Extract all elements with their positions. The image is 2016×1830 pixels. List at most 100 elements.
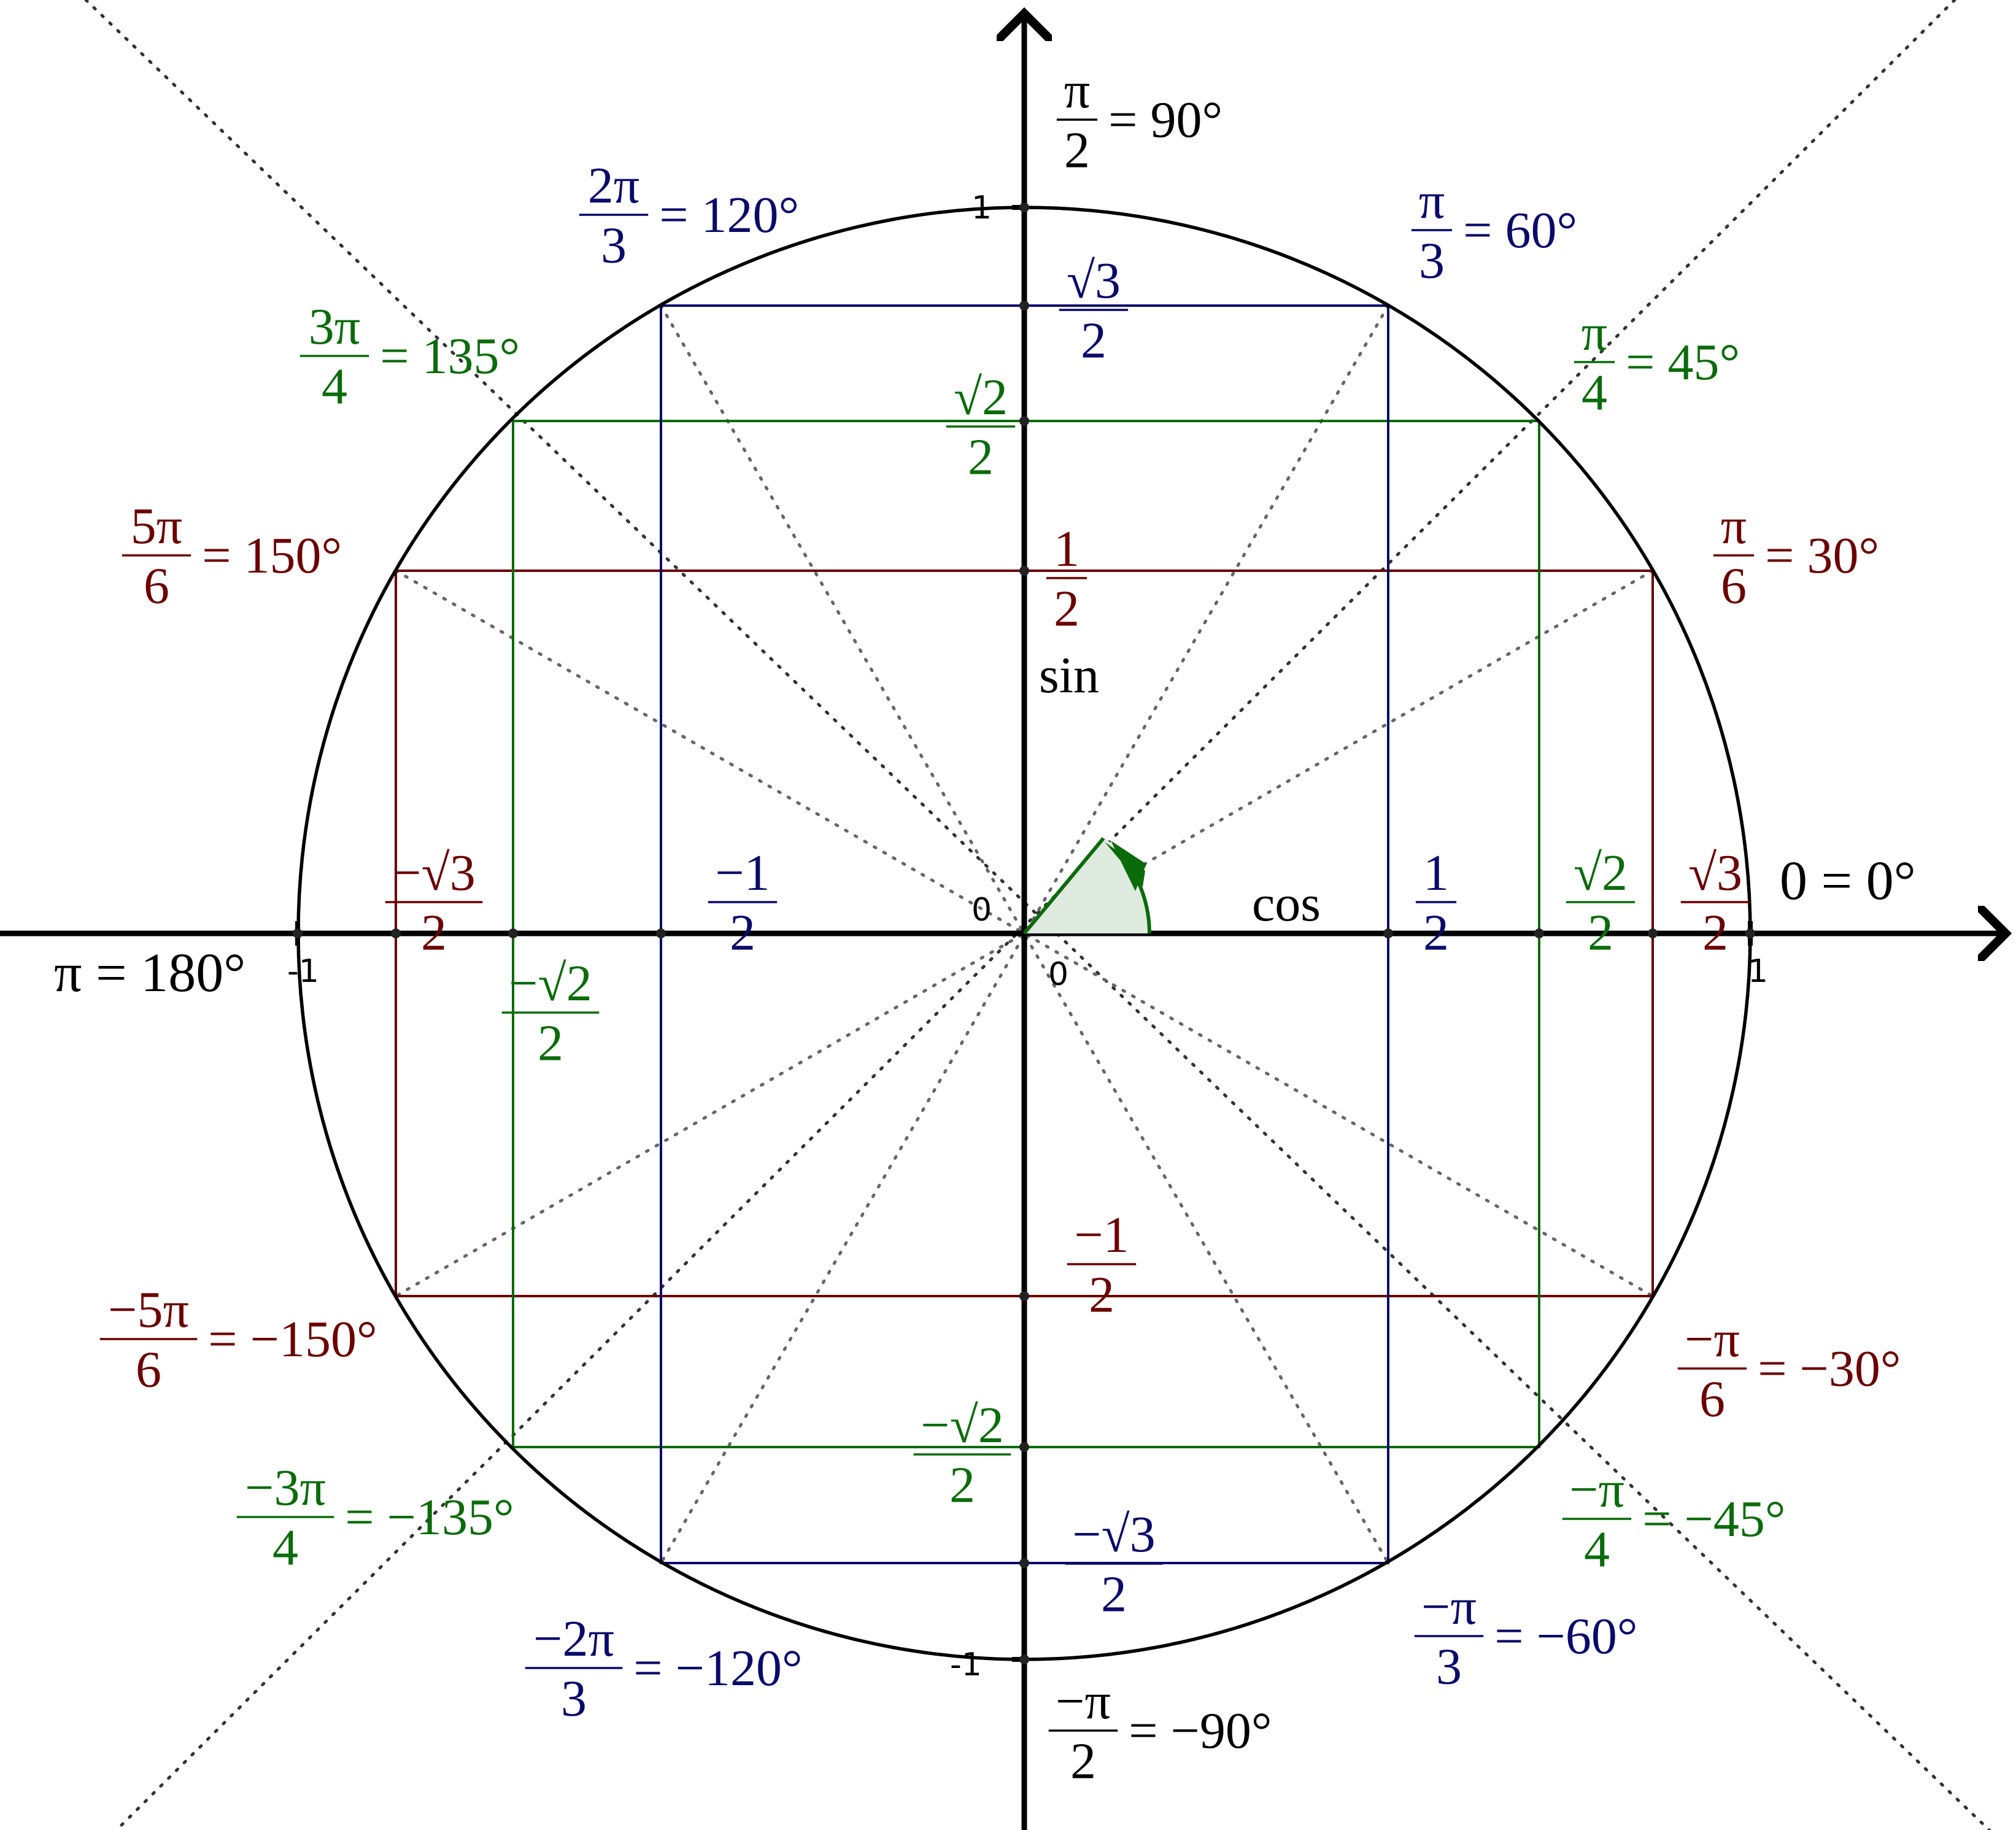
value-cos_sqrt2_2-denominator: 2 [1588,904,1613,961]
origin-label-above: 0 [971,892,992,929]
angle-a90-numerator: π [1064,62,1090,119]
value-label-sin_1_2: 12 [1046,520,1087,637]
value-cos_sqrt3_2-numerator: √3 [1688,844,1742,901]
projection-dot [1019,301,1029,311]
tick-label-y-pos1: 1 [971,190,992,226]
angle-a150-numerator: 5π [131,498,182,555]
angle-label-am30: −π6= −30° [1677,1311,1901,1427]
angle-am45-denominator: 4 [1584,1521,1610,1578]
angle-indicator [1022,837,1151,935]
projection-dot [1019,566,1029,576]
angle-a30-numerator: π [1721,498,1747,555]
value-sin_msqrt2_2-numerator: −√2 [921,1397,1003,1454]
guide-30-150 [394,569,1655,1298]
value-cos_sqrt2_2-numerator: √2 [1574,844,1628,901]
angle-am60-numerator: −π [1421,1578,1477,1635]
angle-label-am90: −π2= −90° [1048,1673,1272,1789]
value-cos_msqrt2_2-denominator: 2 [538,1014,563,1071]
angle-a45-numerator: π [1582,304,1607,361]
angle-label-a0: 0 = 0° [1780,851,1916,911]
projection-dot [1019,1558,1029,1568]
projection-dot [508,929,518,938]
angle-label-a30: π6= 30° [1713,498,1879,614]
value-cos_msqrt2_2-numerator: −√2 [509,955,592,1012]
angle-am120-numerator: −2π [533,1610,614,1667]
angle-label-a180: π = 180° [54,943,245,1003]
value-label-sin_msqrt2_2: −√22 [913,1397,1011,1513]
angle-am45-numerator: −π [1569,1461,1624,1518]
angle-label-a120: 2π3= 120° [579,157,799,274]
angle-label-am135: −3π4 = −135° [236,1459,514,1576]
projection-dot [1019,416,1029,426]
value-cos_1_2-numerator: 1 [1423,844,1449,901]
value-sin_1_2-numerator: 1 [1054,520,1079,577]
projection-dot [1648,929,1658,938]
angle-a135-numerator: 3π [309,298,360,355]
projection-dot [656,929,666,938]
angle-a60-numerator: π [1419,172,1445,230]
angle-degree-text: = −60° [1494,1608,1637,1665]
angle-degree-text: = 60° [1463,202,1577,259]
angle-degree-text: = −120° [633,1640,802,1697]
angle-label-am60: −π3= −60° [1414,1578,1638,1695]
angle-degree-text: = 30° [1765,527,1879,584]
angle-degree-text: = −150° [208,1311,377,1368]
tick-label-x-pos1: 1 [1748,953,1768,990]
angle-am150-denominator: 6 [136,1341,161,1398]
value-cos_m1_2-numerator: −1 [715,844,770,901]
sin-axis-label: sin [1039,647,1099,704]
angle-am90-numerator: −π [1056,1673,1111,1730]
projection-dot [1534,929,1544,938]
angle-a120-numerator: 2π [588,157,639,214]
value-label-sin_msqrt3_2: −√32 [1065,1506,1163,1623]
projection-dot [1383,929,1393,938]
angle-degree-text: = −90° [1129,1702,1272,1759]
angle-label-text: π = 180° [54,943,245,1003]
value-sin_m1_2-denominator: 2 [1089,1266,1114,1323]
angle-am135-denominator: 4 [272,1519,298,1576]
value-sin_msqrt2_2-denominator: 2 [949,1456,975,1513]
value-label-cos_sqrt2_2: √22 [1566,844,1636,961]
angle-label-am150: −5π6= −150° [99,1281,377,1398]
angle-am120-denominator: 3 [561,1670,587,1727]
value-cos_msqrt3_2-denominator: 2 [421,904,447,961]
angle-degree-text: = 150° [202,527,342,584]
projection-dot [1019,1442,1029,1452]
angle-label-am45: −π4 = −45° [1562,1461,1786,1578]
projection-dot [1019,1291,1029,1301]
angle-am135-numerator: −3π [245,1459,326,1516]
value-label-cos_1_2: 12 [1415,844,1457,961]
guide-60-m120 [659,304,1390,1565]
value-sin_sqrt3_2-numerator: √3 [1067,252,1121,309]
guide-120-m60 [659,304,1390,1565]
angle-arrow-tip-icon [1111,841,1146,891]
projection-dot [1745,929,1755,938]
value-sin_msqrt3_2-denominator: 2 [1101,1566,1127,1623]
guide-150-m30 [394,569,1655,1298]
angle-a90-denominator: 2 [1064,122,1090,179]
angle-degree-text: = 135° [380,328,520,385]
value-sin_msqrt3_2-numerator: −√3 [1072,1506,1155,1563]
angle-label-a90: π2 = 90° [1056,62,1222,179]
value-label-cos_m1_2: −12 [708,844,778,961]
value-label-cos_msqrt2_2: −√22 [501,955,600,1071]
angle-a120-denominator: 3 [601,217,627,274]
value-label-sin_m1_2: −12 [1067,1206,1137,1323]
angle-label-a135: 3π4 = 135° [299,298,520,415]
angle-degree-text: = 90° [1108,91,1222,149]
angle-degree-text: = −45° [1642,1491,1785,1548]
projection-dot [391,929,401,938]
angle-label-a45: π4= 45° [1574,304,1740,421]
angle-a135-denominator: 4 [322,358,347,415]
value-label-cos_sqrt3_2: √32 [1680,844,1750,961]
value-label-sin_sqrt3_2: √32 [1059,252,1129,369]
angle-sector [1024,837,1149,933]
value-cos_msqrt3_2-numerator: −√3 [392,844,475,901]
point-dots [293,203,1755,1664]
angle-degree-text: = −135° [345,1489,514,1546]
value-label-cos_msqrt3_2: −√32 [385,844,483,961]
projection-dot [1019,1654,1029,1664]
projection-dot [293,929,303,938]
value-sin_sqrt2_2-numerator: √2 [954,369,1008,426]
